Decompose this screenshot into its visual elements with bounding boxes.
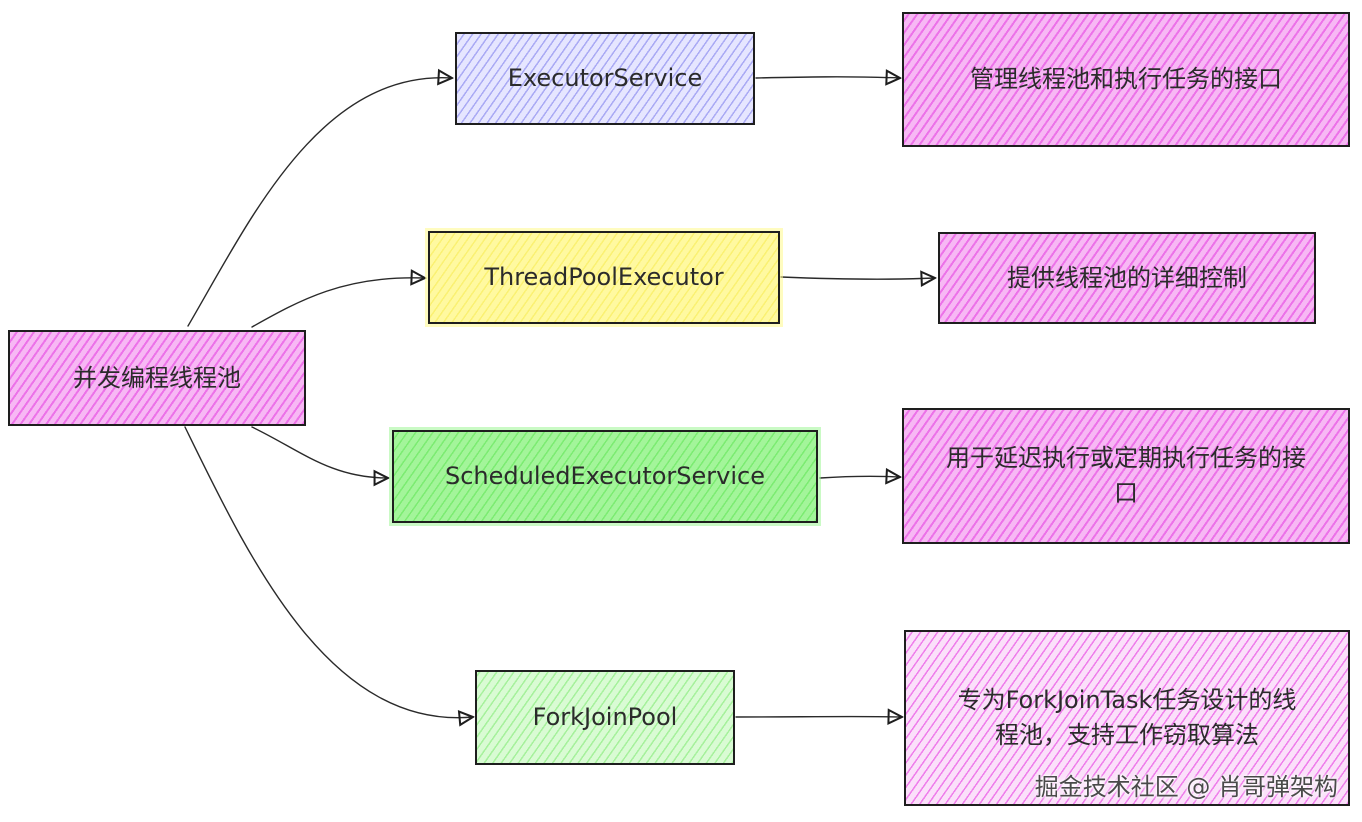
edge-executor-service-description [755,77,900,78]
node-fork-join-pool[interactable]: ForkJoinPool [475,670,735,765]
edge-thread-pool-executor-description [780,277,935,279]
node-thread-pool-executor-label: ThreadPoolExecutor [484,263,724,292]
edge-root-scheduled-executor-service [251,426,388,478]
description-scheduled-executor-service-text: 用于延迟执行或定期执行任务的接口 [946,444,1306,507]
node-executor-service-label: ExecutorService [507,64,703,93]
description-executor-service[interactable]: 管理线程池和执行任务的接口 [902,12,1350,147]
description-fork-join-pool-text: 专为ForkJoinTask任务设计的线程池，支持工作窃取算法 [957,686,1297,749]
root-node-label: 并发编程线程池 [73,363,241,392]
node-thread-pool-executor[interactable]: ThreadPoolExecutor [428,231,780,324]
description-fork-join-pool[interactable]: 专为ForkJoinTask任务设计的线程池，支持工作窃取算法 [904,630,1350,806]
description-thread-pool-executor[interactable]: 提供线程池的详细控制 [938,232,1316,324]
root-node[interactable]: 并发编程线程池 [8,330,306,426]
description-thread-pool-executor-text: 提供线程池的详细控制 [1007,263,1247,292]
edge-root-fork-join-pool [184,426,473,718]
edge-scheduled-executor-service-description [819,476,900,478]
edge-root-thread-pool-executor [251,278,425,328]
description-scheduled-executor-service[interactable]: 用于延迟执行或定期执行任务的接口 [902,408,1350,544]
node-scheduled-executor-service-label: ScheduledExecutorService [445,462,765,491]
description-executor-service-text: 管理线程池和执行任务的接口 [970,65,1282,94]
node-fork-join-pool-label: ForkJoinPool [532,703,678,732]
edge-root-executor-service [187,78,452,327]
node-executor-service[interactable]: ExecutorService [455,32,755,125]
node-scheduled-executor-service[interactable]: ScheduledExecutorService [392,430,818,523]
watermark: 掘金技术社区 @ 肖哥弹架构 [1034,773,1338,801]
